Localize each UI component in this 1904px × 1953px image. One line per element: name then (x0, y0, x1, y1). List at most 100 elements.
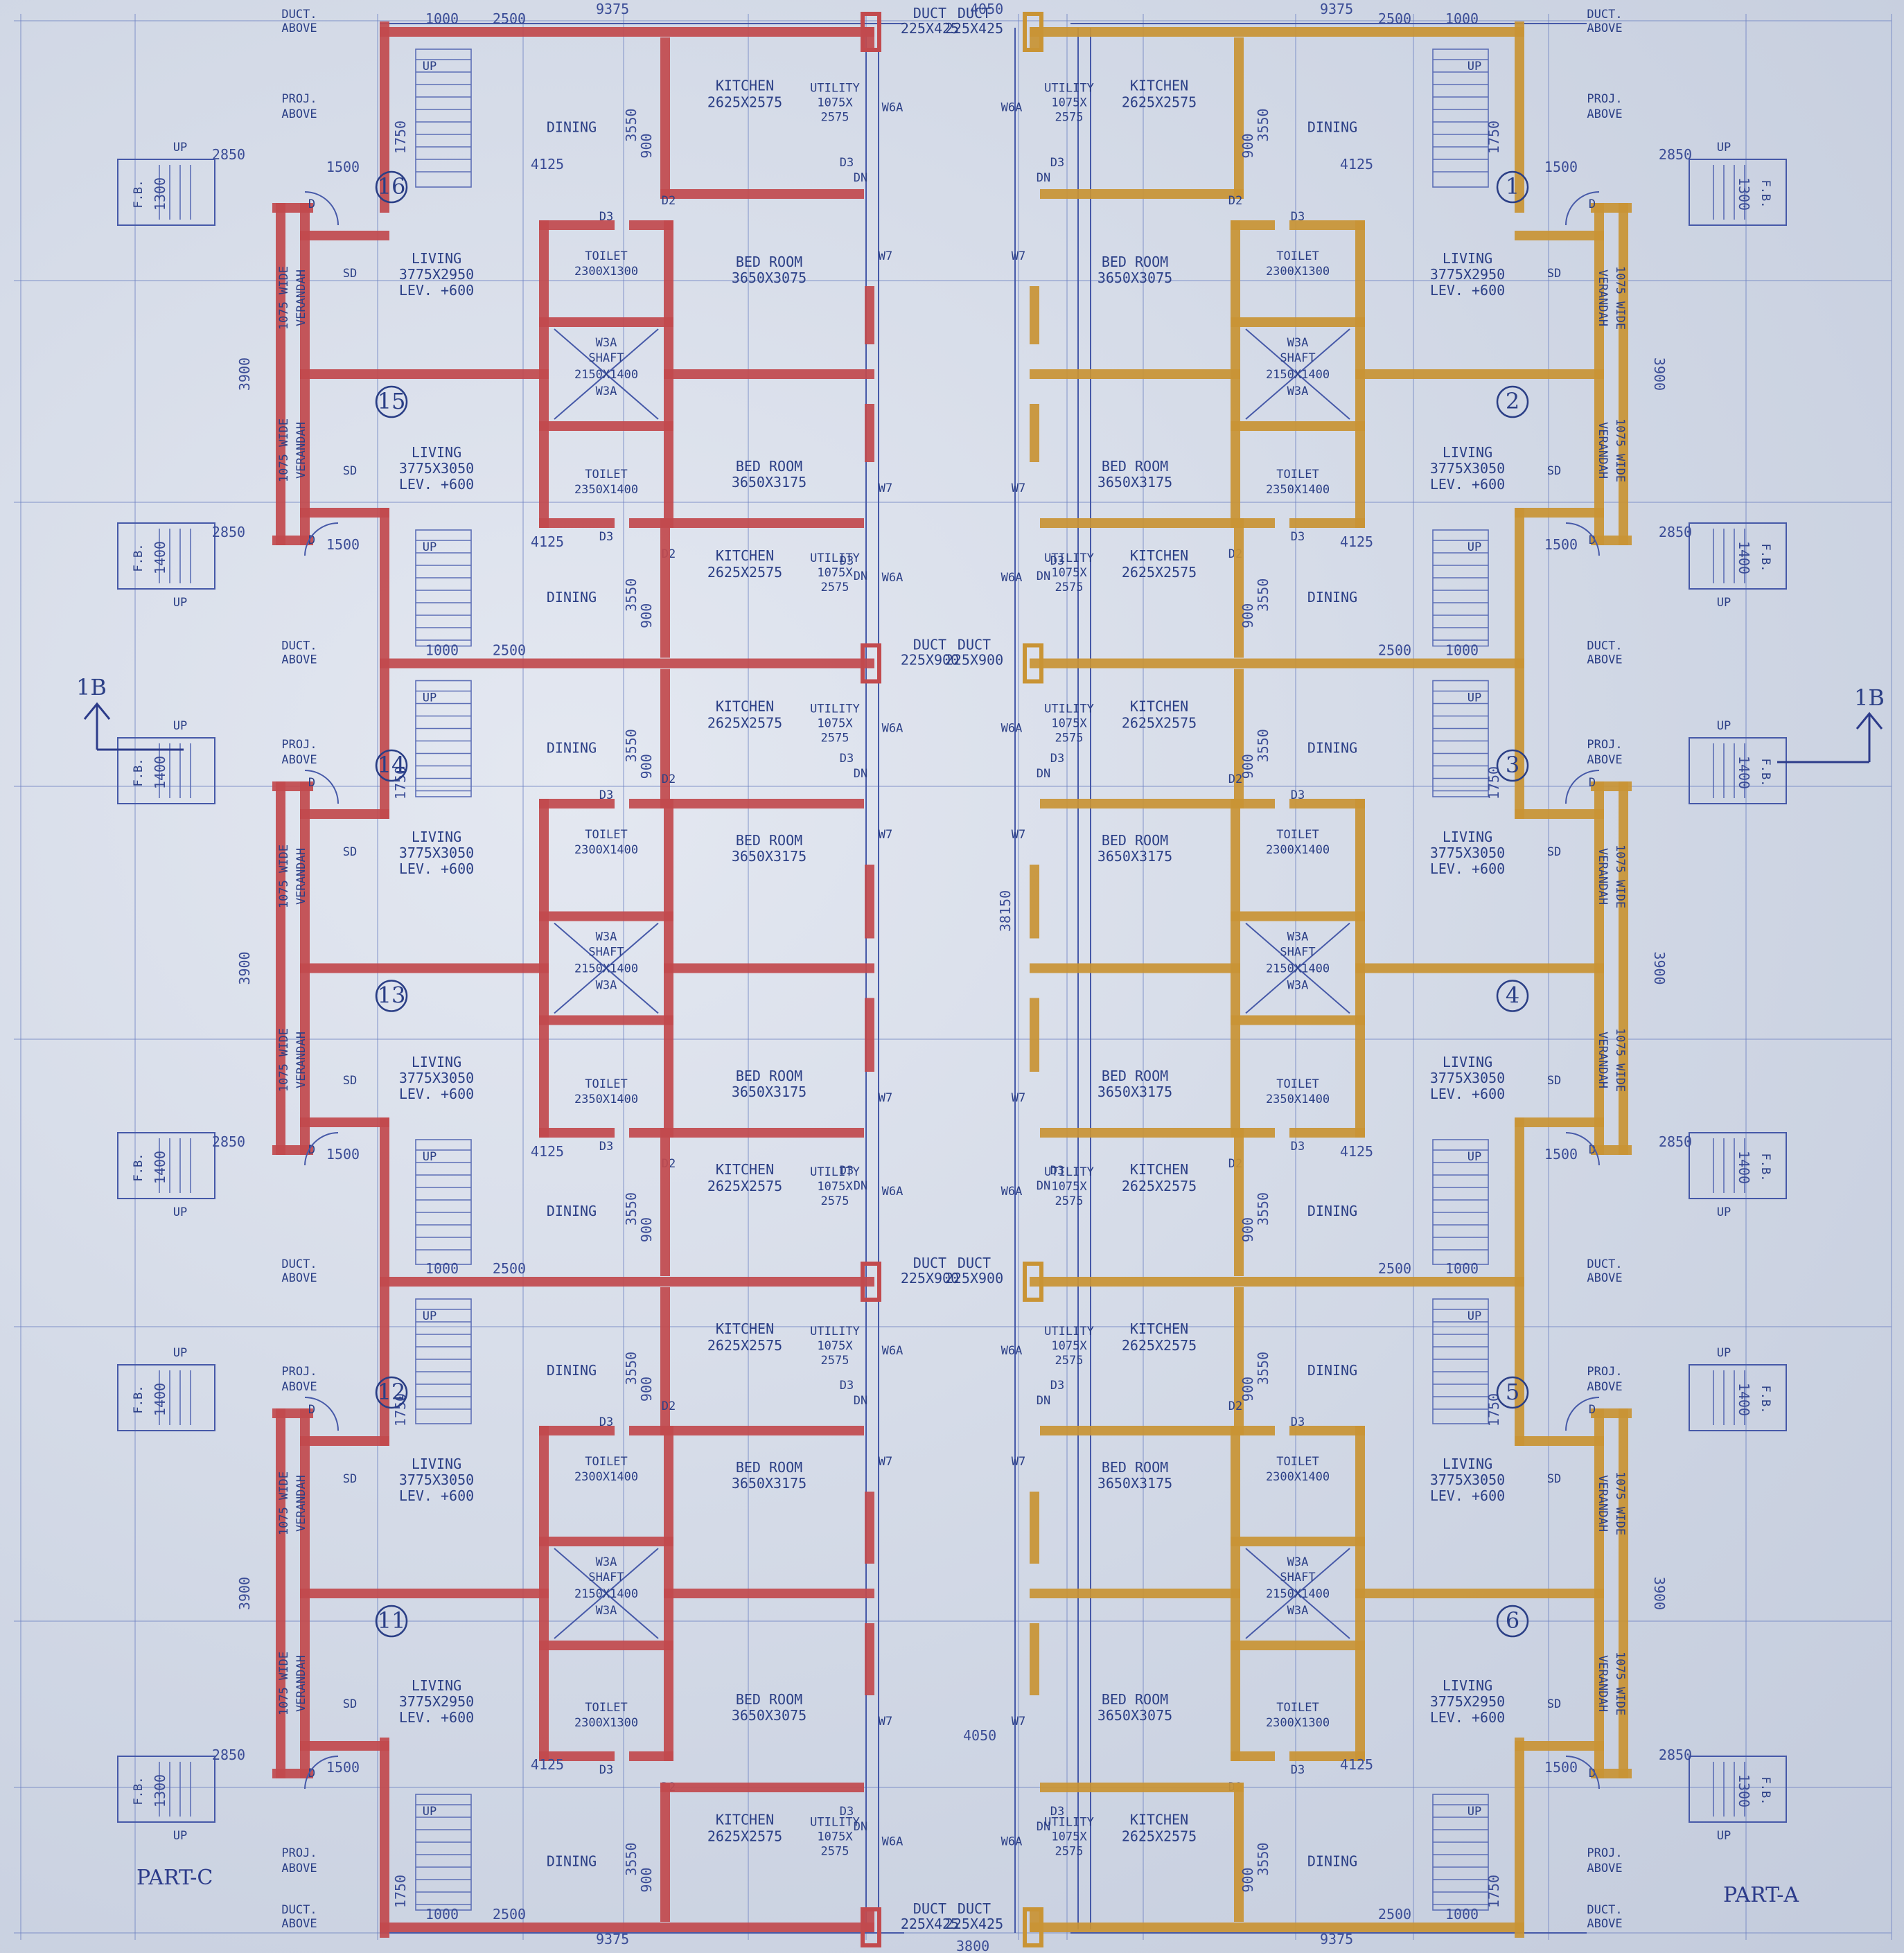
proj-label: ABOVE (1587, 753, 1622, 767)
utility-size: 2575 (821, 1354, 849, 1368)
verandah-label: 1075 WIDE (277, 1472, 291, 1535)
door-tag: D (308, 776, 315, 790)
living-label: LIVING (1443, 250, 1492, 267)
window-tag: W3A (596, 385, 617, 398)
utility-size: 1075X (817, 1830, 853, 1844)
verandah-label: 1075 WIDE (277, 1028, 291, 1092)
shaft-label: SHAFT (1280, 946, 1315, 960)
duct-above-label: ABOVE (281, 1917, 317, 1931)
kitchen-dim: 900 (638, 754, 655, 779)
stair-flight (1432, 1139, 1489, 1265)
stair-flight (1432, 1298, 1489, 1424)
window-tag: W7 (879, 481, 892, 495)
step-up-label: UP (1717, 1205, 1731, 1219)
utility-label: UTILITY (1044, 1816, 1094, 1830)
stair-dn: DN (854, 1820, 867, 1834)
fb-dim: 1300 (1736, 1774, 1752, 1808)
verandah-label: 1075 WIDE (1613, 1028, 1627, 1092)
verandah-depth-dim: 3900 (1651, 1577, 1668, 1610)
entry-steps (117, 1756, 215, 1823)
proj-label: PROJ. (281, 1846, 317, 1860)
living-level: LEV. +600 (399, 860, 474, 877)
stair-up: UP (1467, 60, 1481, 73)
stair-dim: 1750 (1486, 1393, 1502, 1426)
toilet-size: 2300X1300 (1266, 1716, 1330, 1730)
entry-steps (117, 737, 215, 804)
unit-number-circle (375, 1605, 408, 1638)
section-arrow-left-icon (83, 702, 184, 751)
stair-flight (415, 1139, 472, 1265)
entry-steps (1689, 522, 1787, 590)
step-dim: 2850 (212, 1133, 245, 1150)
toilet-label: TOILET (585, 249, 627, 263)
duct-size: 225X900 (901, 652, 959, 669)
entry-steps (117, 1132, 215, 1199)
bedroom-label: BED ROOM (1102, 254, 1168, 270)
living-level: LEV. +600 (1430, 1709, 1505, 1726)
top-dim-right: 9375 (1320, 1, 1353, 17)
dining-label: DINING (547, 1203, 597, 1219)
toilet-size: 2300X1400 (1266, 843, 1330, 857)
dining-dim: 3550 (1255, 729, 1271, 762)
kitchen-label: KITCHEN (1130, 698, 1188, 714)
verandah-label: VERANDAH (294, 1475, 308, 1532)
bedroom-size: 3650X3075 (1098, 269, 1172, 286)
kitchen-size: 2625X2575 (1122, 1337, 1197, 1354)
toilet-size: 2350X1400 (574, 1093, 638, 1106)
living-level: LEV. +600 (399, 1487, 474, 1504)
living-level: LEV. +600 (399, 476, 474, 493)
door-tag: SD (343, 464, 357, 478)
utility-size: 2575 (821, 1194, 849, 1208)
utility-label: UTILITY (810, 1325, 860, 1338)
dining-label: DINING (547, 739, 597, 756)
duct-size: 225X900 (945, 652, 1003, 669)
living-size: 3775X2950 (399, 266, 474, 283)
shaft-label: SHAFT (588, 351, 624, 365)
unit-number: 15 (378, 388, 406, 414)
verandah-depth-dim: 3900 (236, 357, 253, 391)
door-tag: D3 (840, 752, 854, 766)
door-tag: D2 (662, 1399, 676, 1413)
landing-dim: 1500 (1544, 1146, 1578, 1163)
utility-label: UTILITY (1044, 702, 1094, 716)
kitchen-label: KITCHEN (1130, 78, 1188, 94)
bedroom-size: 3650X3175 (732, 474, 806, 491)
proj-label: ABOVE (1587, 107, 1622, 121)
window-tag: W3A (1287, 1555, 1309, 1569)
fb-dim: 1400 (1736, 541, 1752, 574)
shaft-cross (554, 328, 659, 420)
verandah-depth-dim: 3900 (1651, 951, 1668, 984)
verandah-depth-dim: 3900 (1651, 357, 1668, 391)
entry-steps (117, 1364, 215, 1431)
living-label: LIVING (412, 829, 461, 845)
verandah-label: 1075 WIDE (1613, 845, 1627, 908)
window-tag: W7 (1012, 1091, 1025, 1105)
landing-dim: 1500 (326, 1759, 360, 1776)
kitchen-label: KITCHEN (716, 1320, 774, 1337)
door-tag: D (308, 1143, 315, 1157)
proj-label: ABOVE (281, 1380, 317, 1394)
kitchen-dim: 900 (638, 1867, 655, 1892)
door-tag: D (1589, 1403, 1596, 1417)
duct-above-label: DUCT. (1587, 8, 1622, 21)
fb-dim: 1300 (152, 177, 168, 211)
dining-label: DINING (547, 1362, 597, 1379)
fb-label: F.B. (132, 1386, 146, 1414)
living-label: LIVING (1443, 1054, 1492, 1070)
dining-label: DINING (547, 589, 597, 606)
verandah-label: VERANDAH (294, 848, 308, 905)
top-dim-left: 9375 (596, 1, 629, 17)
kitchen-label: KITCHEN (716, 547, 774, 564)
window-tag: W6A (1001, 101, 1023, 115)
bottom-dim-left: 9375 (596, 1931, 629, 1947)
part-c-plan: KITCHEN2625X2575UTILITY1075X2575W6ADININ… (117, 5, 959, 1947)
toilet-size: 2300X1400 (1266, 1470, 1330, 1484)
stair-dim: 1000 (1445, 10, 1479, 27)
living-size: 3775X3050 (399, 845, 474, 861)
stair-flight (415, 680, 472, 797)
toilet-label: TOILET (1276, 1077, 1319, 1091)
verandah-label: 1075 WIDE (277, 266, 291, 330)
kitchen-label: KITCHEN (716, 698, 774, 714)
landing-dim: 1500 (326, 159, 360, 175)
